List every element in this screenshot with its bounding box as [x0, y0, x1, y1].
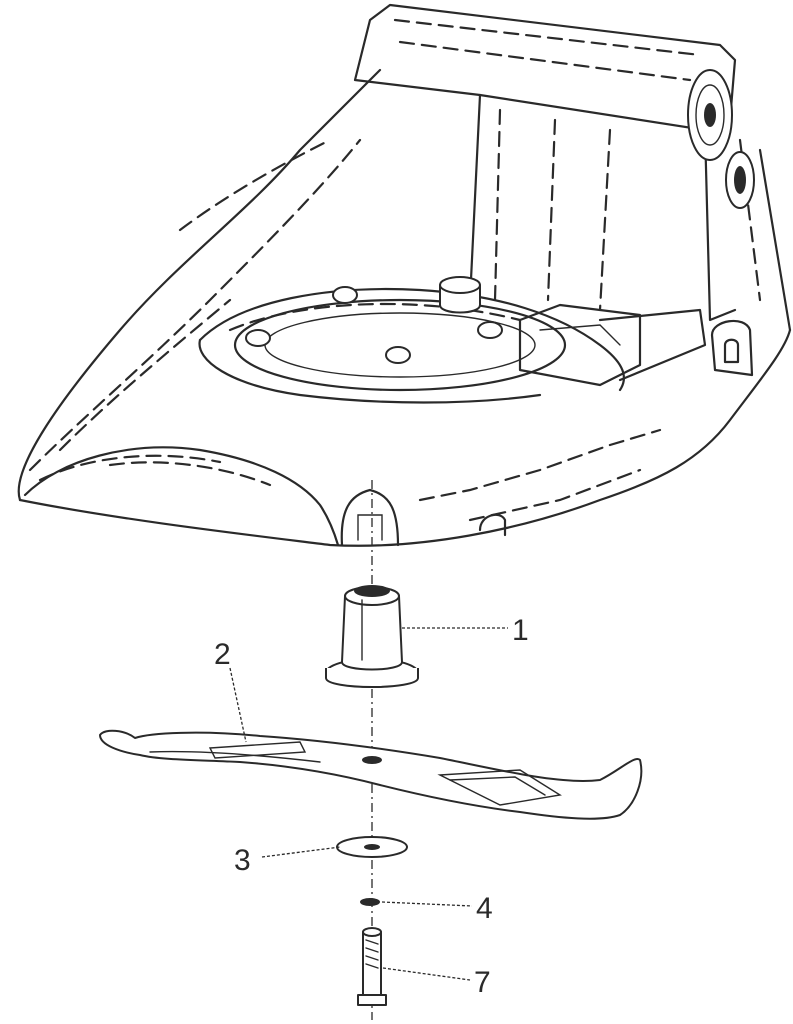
- wheel-icon: [687, 69, 755, 209]
- blade-bolt-part: [357, 927, 387, 1006]
- mower-deck-housing: [17, 3, 792, 547]
- callout-leaders: [229, 627, 508, 981]
- callout-3: 3: [234, 844, 251, 877]
- mower-blade-part: [99, 729, 643, 820]
- washer-part: [336, 836, 408, 858]
- mount-bolt-icon: [245, 286, 503, 364]
- blade-adapter-part: [325, 585, 419, 688]
- callout-2: 2: [214, 638, 231, 671]
- lock-washer-part: [360, 898, 380, 906]
- callout-4: 4: [476, 892, 493, 925]
- callout-1: 1: [512, 614, 529, 647]
- callout-7: 7: [474, 966, 491, 999]
